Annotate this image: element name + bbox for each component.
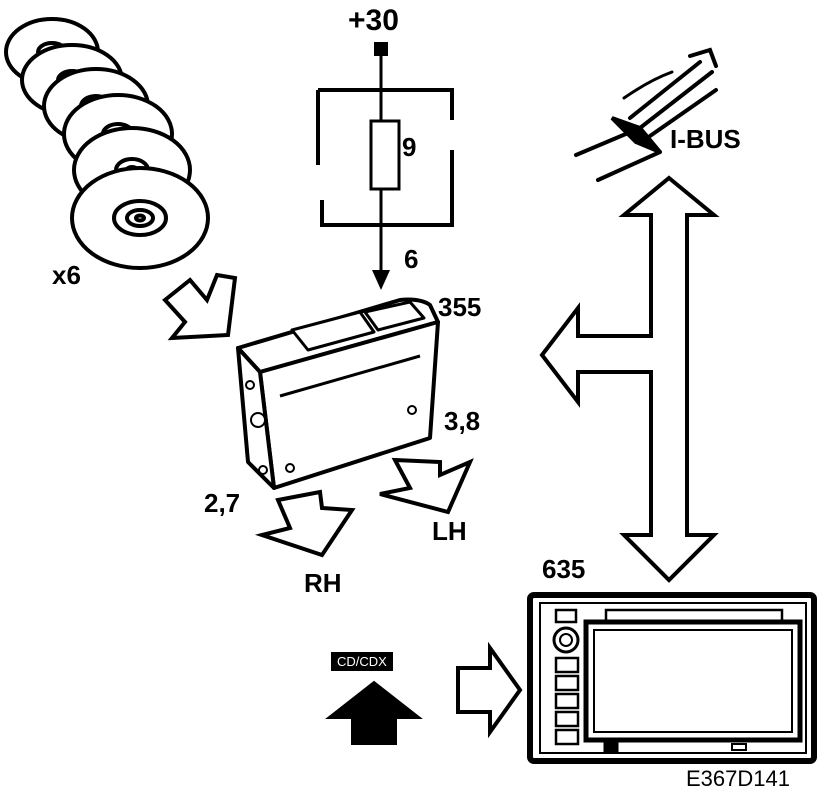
pin-6-label: 6	[404, 244, 419, 274]
fuse-box	[316, 88, 454, 227]
rh-output-arrow	[254, 489, 356, 558]
cd-changer-unit	[236, 297, 440, 490]
input-to-headunit-arrow	[456, 641, 523, 739]
disc-count-label: x6	[52, 260, 81, 290]
ibus-bus-arrows	[539, 175, 720, 583]
supply-label: +30	[348, 4, 399, 37]
left-pins-label: 3,8	[444, 406, 481, 436]
changer-ref-label: 355	[438, 292, 482, 322]
fuse-element	[369, 119, 401, 191]
figure-id-label: E367D141	[686, 766, 790, 791]
right-pins-label: 2,7	[204, 488, 241, 518]
supply-terminal	[374, 42, 388, 56]
cd-disc	[70, 166, 210, 270]
cd-mode-badge: CD/CDX	[331, 652, 393, 671]
head-unit-device	[527, 592, 817, 764]
ibus-cable-illustration	[574, 47, 718, 182]
rh-channel-label: RH	[304, 568, 342, 598]
cd-discs-illustration	[4, 17, 210, 270]
ibus-label: I-BUS	[670, 124, 741, 154]
head-unit-screen	[583, 619, 803, 743]
lh-output-arrow	[379, 457, 474, 515]
head-unit-ref-label: 635	[542, 554, 586, 584]
fuse-number-label: 9	[402, 132, 417, 162]
disc-to-changer-arrow	[162, 272, 238, 341]
lh-channel-label: LH	[432, 516, 467, 546]
cd-mode-up-arrow	[325, 680, 423, 745]
